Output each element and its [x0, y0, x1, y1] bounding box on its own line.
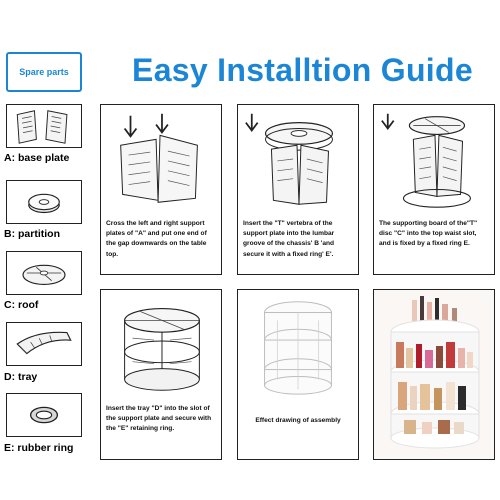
step-1-panel: Cross the left and right support plates …	[100, 104, 222, 275]
step-4-panel: Insert the tray "D" into the slot of the…	[100, 289, 222, 460]
base-plate-image	[6, 104, 82, 148]
spare-parts-label: Spare parts	[19, 67, 69, 77]
partition-image	[6, 180, 82, 224]
tray-image	[6, 322, 82, 366]
partition-icon	[28, 193, 60, 214]
rubber-ring-icon	[29, 406, 59, 424]
part-label-tray: D: tray	[4, 371, 38, 383]
rubber-ring-image	[6, 393, 82, 437]
step-2-caption: Insert the "T" vertebra of the support p…	[243, 220, 335, 258]
roof-image	[6, 251, 82, 295]
tray-icon	[16, 331, 72, 355]
step-4-caption: Insert the tray "D" into the slot of the…	[106, 405, 212, 433]
part-label-base-plate: A: base plate	[4, 152, 70, 164]
spare-parts-header: Spare parts	[6, 52, 82, 92]
step-3-illustration	[381, 113, 471, 208]
step-3-panel: The supporting board of the"T" disc "C" …	[373, 104, 495, 275]
base-plate-icon	[16, 110, 68, 144]
part-label-partition: B: partition	[4, 228, 60, 240]
step-2-illustration	[245, 113, 334, 205]
page-title: Easy Installtion Guide	[132, 51, 473, 88]
part-label-rubber-ring: E: rubber ring	[4, 442, 74, 454]
filled-organizer-photo	[374, 290, 494, 459]
part-label-roof: C: roof	[4, 299, 39, 311]
product-photo	[373, 289, 495, 460]
step-4-illustration	[124, 308, 200, 391]
step-3-caption: The supporting board of the"T" disc "C" …	[379, 220, 478, 248]
step-1-illustration	[120, 113, 198, 203]
roof-icon	[22, 264, 66, 286]
step-5-panel: Effect drawing of assembly	[237, 289, 359, 460]
step-1-caption: Cross the left and right support plates …	[106, 220, 207, 258]
step-2-panel: Insert the "T" vertebra of the support p…	[237, 104, 359, 275]
step-5-caption: Effect drawing of assembly	[255, 417, 341, 424]
assembled-organizer-illustration	[264, 301, 332, 395]
